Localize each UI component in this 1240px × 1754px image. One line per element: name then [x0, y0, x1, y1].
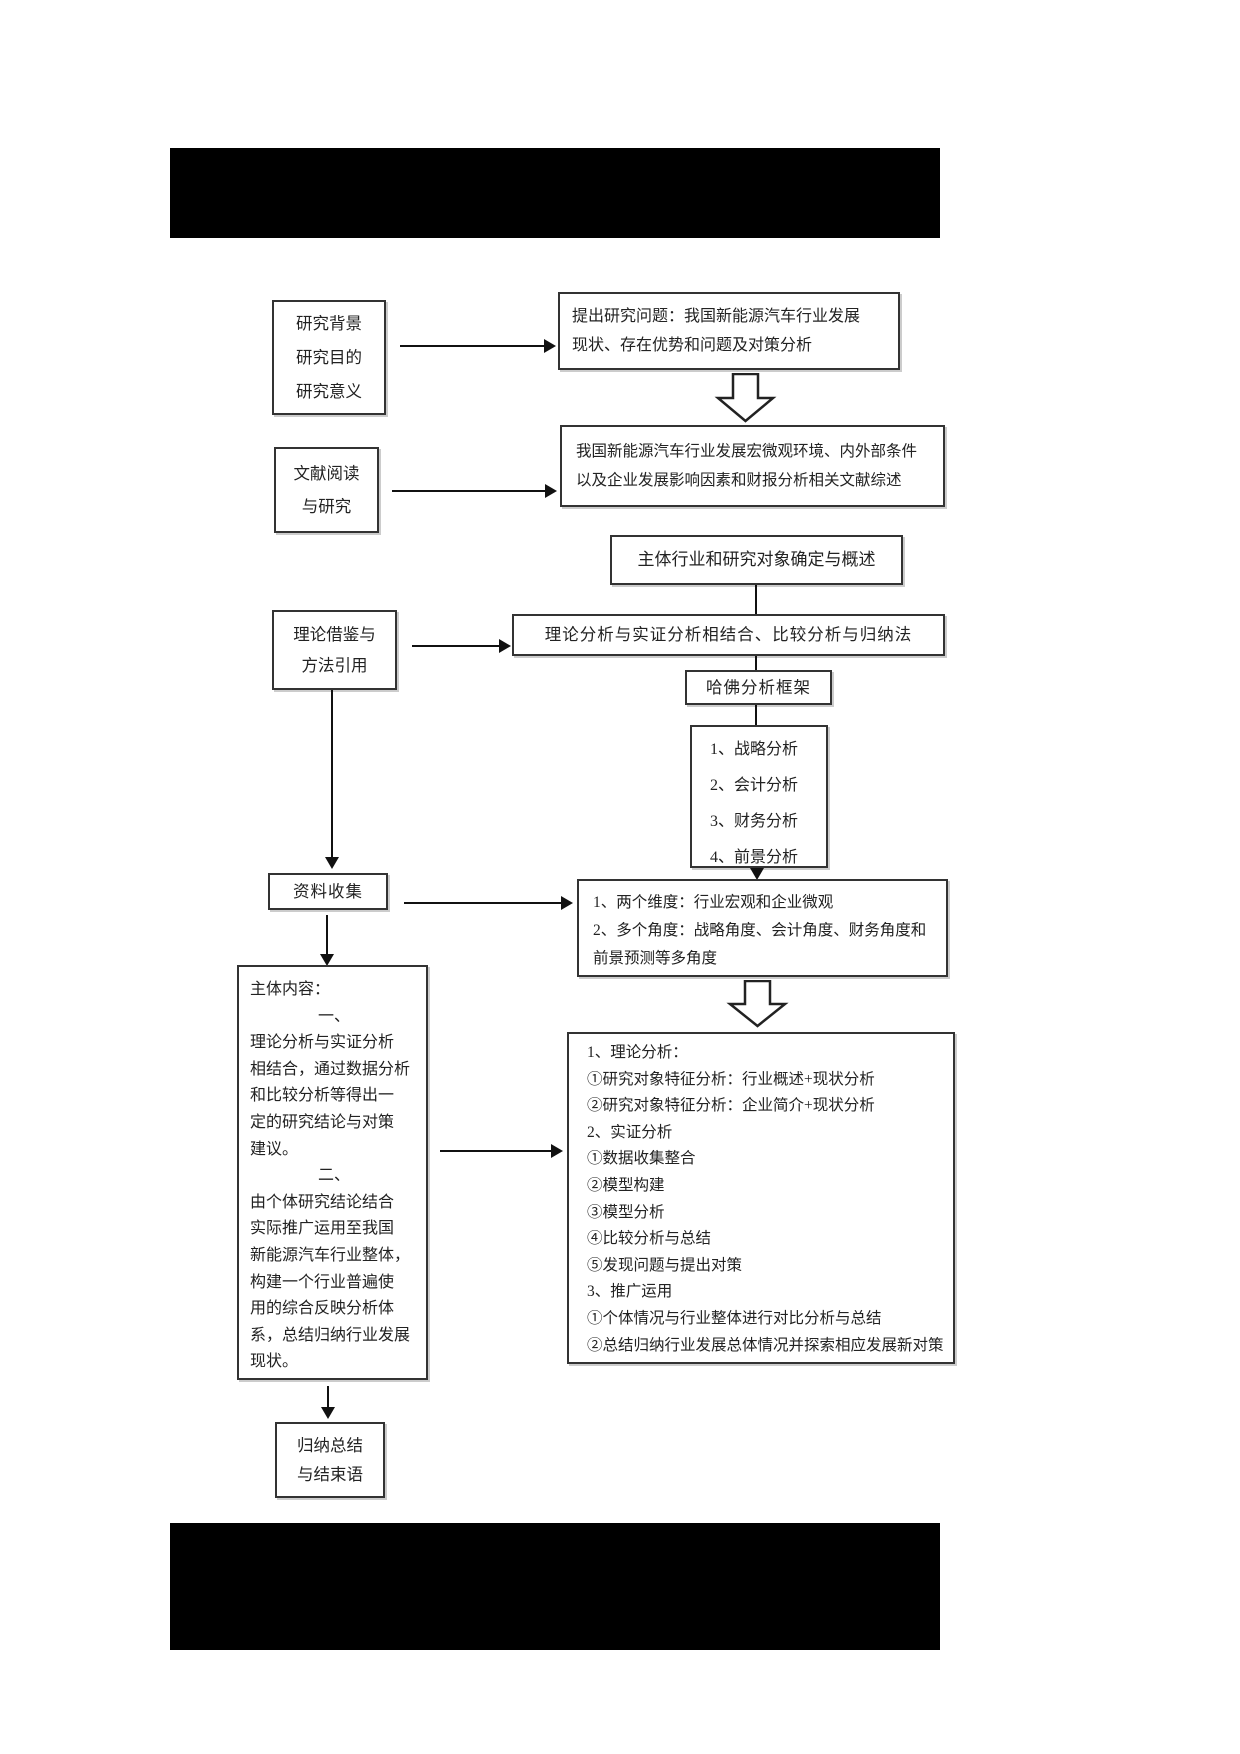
arrow-background-to-question — [400, 339, 556, 353]
node-line: 现状、存在优势和问题及对策分析 — [572, 337, 813, 354]
node-line: 理论分析与实证分析相结合、比较分析与归纳法 — [544, 625, 913, 644]
node-line: 主体内容： — [250, 981, 331, 998]
node-line: 归纳总结 — [297, 1436, 363, 1455]
node-line: 1、两个维度：行业宏观和企业微观 — [593, 894, 834, 911]
node-line: 构建一个行业普遍使 — [250, 1273, 395, 1291]
node-line: 现状。 — [250, 1353, 299, 1371]
node-line: 我国新能源汽车行业发展宏微观环境、内外部条件 — [576, 443, 918, 460]
node-line: 用的综合反映分析体 — [250, 1300, 395, 1318]
arrow-items-to-dimensions — [750, 868, 764, 880]
arrow-collection-to-dimensions — [404, 896, 573, 910]
redaction-bar-top — [170, 148, 940, 238]
node-line: ②模型构建 — [587, 1176, 665, 1194]
node-line: 3、推广运用 — [587, 1283, 673, 1301]
node-line: 相结合，通过数据分析 — [250, 1060, 411, 1078]
redaction-bar-bottom — [170, 1523, 940, 1650]
connector-harvard-to-items — [755, 705, 757, 725]
arrow-theory-to-collection — [325, 690, 339, 869]
node-line: 一、 — [317, 1007, 350, 1025]
node-line: 2、多个角度：战略角度、会计角度、财务角度和 — [593, 922, 927, 939]
node-line: ⑤发现问题与提出对策 — [587, 1256, 743, 1274]
node-line: 研究目的 — [296, 347, 362, 367]
node-data-collection: 资料收集 — [268, 873, 388, 910]
node-line: ①数据收集整合 — [587, 1150, 696, 1168]
node-line: 哈佛分析框架 — [706, 677, 811, 697]
node-line: 提出研究问题：我国新能源汽车行业发展 — [572, 308, 861, 325]
node-analysis-method: 理论分析与实证分析相结合、比较分析与归纳法 — [512, 614, 945, 656]
hollow-down-arrow-icon — [726, 980, 789, 1028]
node-line: 与结束语 — [297, 1465, 363, 1484]
node-theory-method: 理论借鉴与 方法引用 — [272, 610, 397, 690]
node-line: ②总结归纳行业发展总体情况并探索相应发展新对策 — [587, 1336, 944, 1354]
node-summary-conclusion: 归纳总结 与结束语 — [275, 1422, 385, 1498]
connector-method-to-harvard — [755, 656, 757, 670]
node-line: ④比较分析与总结 — [587, 1230, 712, 1248]
arrow-theory-to-method — [412, 639, 511, 653]
node-analysis-steps: 1、理论分析： ①研究对象特征分析：行业概述+现状分析 ②研究对象特征分析：企业… — [567, 1032, 955, 1364]
arrow-reading-to-summary — [392, 484, 557, 498]
node-main-content: 主体内容： 一、 理论分析与实证分析 相结合，通过数据分析 和比较分析等得出一 … — [237, 965, 428, 1380]
node-harvard-items: 1、战略分析 2、会计分析 3、财务分析 4、前景分析 — [690, 725, 828, 868]
hollow-down-arrow-icon — [714, 373, 777, 423]
node-line: 4、前景分析 — [710, 849, 799, 866]
node-subject-industry: 主体行业和研究对象确定与概述 — [610, 535, 903, 585]
node-line: 3、财务分析 — [710, 813, 799, 830]
connector-subject-to-method — [755, 585, 757, 614]
arrow-collection-to-main — [320, 915, 334, 966]
node-line: 2、会计分析 — [710, 777, 799, 794]
node-line: 二、 — [317, 1167, 350, 1185]
node-line: 理论借鉴与 — [293, 625, 376, 644]
node-line: 方法引用 — [301, 656, 368, 675]
node-research-background: 研究背景 研究目的 研究意义 — [272, 300, 386, 415]
node-line: 2、实证分析 — [587, 1123, 673, 1141]
node-line: 由个体研究结论结合 — [250, 1193, 395, 1211]
node-line: 文献阅读 — [293, 464, 360, 483]
node-line: 与研究 — [301, 497, 352, 516]
node-line: ②研究对象特征分析：企业简介+现状分析 — [587, 1097, 875, 1115]
node-line: 研究背景 — [296, 313, 362, 333]
arrow-main-to-conclusion — [321, 1386, 335, 1419]
node-line: 系，总结归纳行业发展 — [250, 1326, 411, 1344]
node-line: 1、理论分析： — [587, 1044, 688, 1061]
node-dimensions-angles: 1、两个维度：行业宏观和企业微观 2、多个角度：战略角度、会计角度、财务角度和 … — [577, 879, 948, 977]
node-line: 资料收集 — [293, 881, 363, 901]
node-line: 实际推广运用至我国 — [250, 1220, 395, 1238]
node-literature-reading: 文献阅读 与研究 — [274, 447, 379, 533]
arrow-main-to-steps — [440, 1144, 563, 1158]
node-line: 1、战略分析 — [710, 741, 799, 758]
node-line: 以及企业发展影响因素和财报分析相关文献综述 — [576, 472, 902, 489]
node-harvard-framework: 哈佛分析框架 — [685, 670, 832, 705]
node-line: 主体行业和研究对象确定与概述 — [637, 550, 876, 569]
node-line: 研究意义 — [296, 381, 362, 401]
node-line: ①个体情况与行业整体进行对比分析与总结 — [587, 1309, 882, 1327]
node-line: 建议。 — [250, 1140, 299, 1158]
node-line: 定的研究结论与对策 — [250, 1113, 395, 1131]
node-line: 理论分析与实证分析 — [250, 1034, 395, 1052]
node-line: 新能源汽车行业整体， — [250, 1246, 411, 1264]
node-literature-summary: 我国新能源汽车行业发展宏微观环境、内外部条件 以及企业发展影响因素和财报分析相关… — [560, 425, 945, 507]
node-line: 前景预测等多角度 — [593, 950, 718, 967]
node-line: ①研究对象特征分析：行业概述+现状分析 — [587, 1070, 875, 1088]
node-line: 和比较分析等得出一 — [250, 1087, 395, 1105]
node-research-question: 提出研究问题：我国新能源汽车行业发展 现状、存在优势和问题及对策分析 — [558, 292, 900, 370]
node-line: ③模型分析 — [587, 1203, 665, 1221]
